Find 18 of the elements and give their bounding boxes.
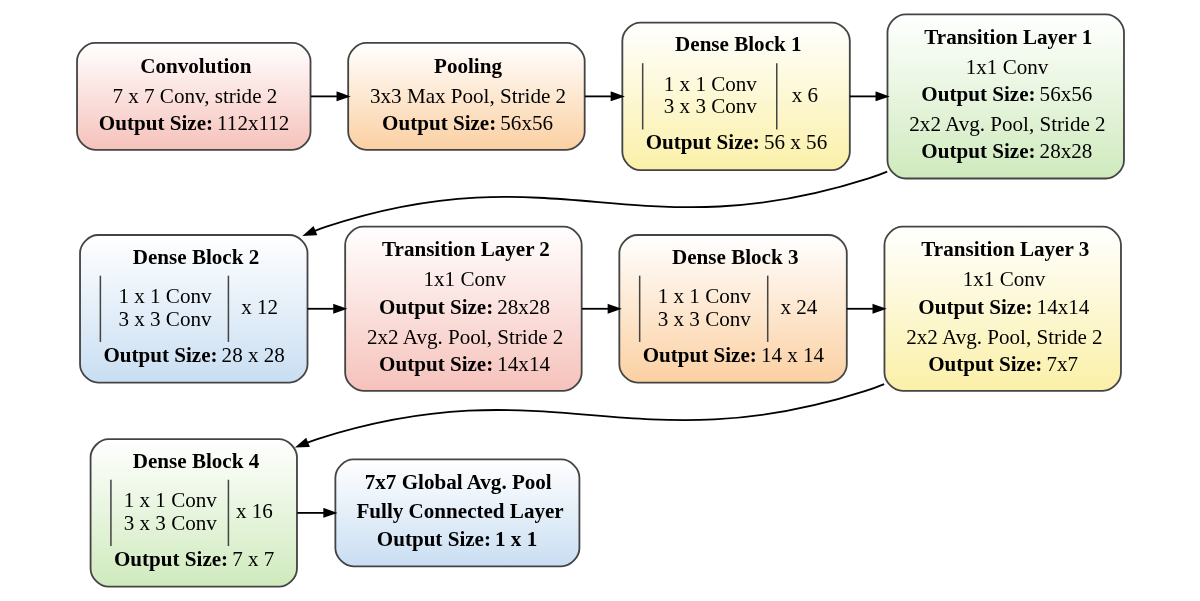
arrow [845, 303, 887, 314]
node-box: Dense Block 2 1 x 1 Conv 3 x 3 Conv x 12 Output Size: 28 x 28 [78, 234, 308, 384]
arrow [848, 91, 890, 102]
arrow [294, 383, 885, 448]
arrow [301, 170, 888, 236]
node-box: Dense Block 1 1 x 1 Conv 3 x 3 Conv x 6 Output Size: 56 x 56 [620, 21, 851, 172]
node-box: Dense Block 3 1 x 1 Conv 3 x 3 Conv x 24 Output Size: 14 x 14 [617, 234, 848, 384]
node-box: 7x7 Global Avg. Pool Fully Connected Layer Output Size: 1 x 1 [333, 458, 580, 568]
node-box: Transition Layer 3 1x1 Conv Output Size: 14x14 2x2 Avg. Pool, Stride 2 Output Size: 7x7 [883, 225, 1122, 392]
node-box: Pooling 3x3 Max Pool, Stride 2 Output Size: 56x56 [346, 42, 586, 151]
arrow [295, 507, 338, 518]
arrow [583, 91, 625, 102]
node-box: Transition Layer 1 1x1 Conv Output Size: 56x56 2x2 Avg. Pool, Stride 2 Output Size: 28x28 [886, 13, 1125, 180]
arrow [306, 303, 347, 314]
node-box: Transition Layer 2 1x1 Conv Output Size: 28x28 2x2 Avg. Pool, Stride 2 Output Size: 14x14 [343, 225, 583, 392]
arrow [309, 91, 351, 102]
node-box: Convolution 7 x 7 Conv, stride 2 Output Size: 112x112 [75, 42, 311, 151]
arrow [580, 303, 622, 314]
